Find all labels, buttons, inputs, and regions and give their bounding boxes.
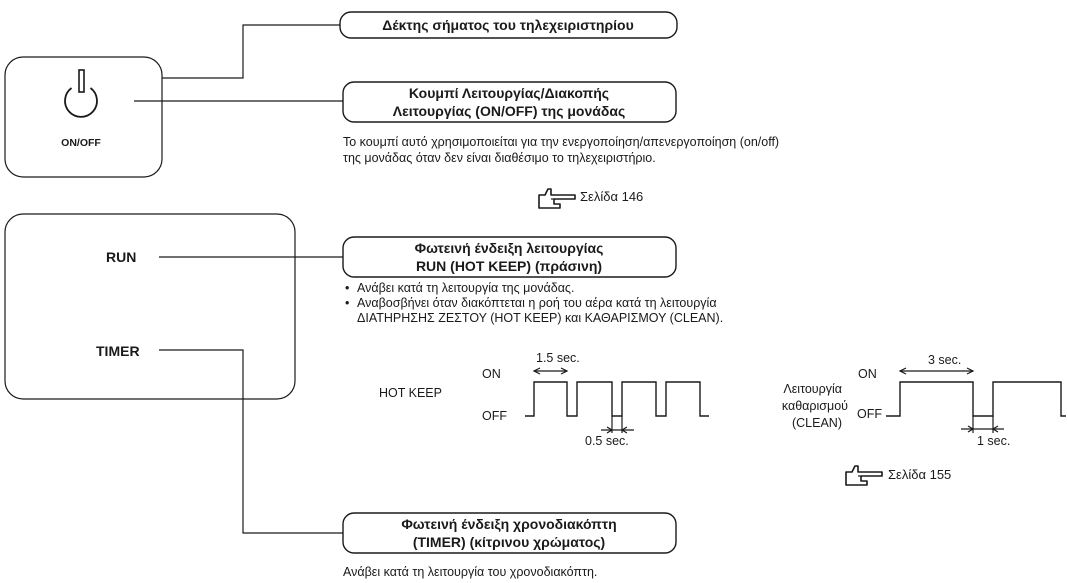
run-indicator-title-line1: Φωτεινή ένδειξη λειτουργίας [415,240,604,256]
hot-keep-off-duration: 0.5 sec. [585,434,629,448]
run-bullet2-marker: • [345,296,349,310]
onoff-button-title-line1: Κουμπί Λειτουργίας/Διακοπής [409,85,609,101]
clean-mode-label-line3: (CLEAN) [792,416,842,430]
run-indicator-callout [342,236,677,278]
remote-receiver-leader [162,24,340,79]
hot-keep-on-duration: 1.5 sec. [536,351,580,365]
timer-indicator-callout [342,512,677,554]
remote-receiver-callout [339,11,678,39]
onoff-page-ref[interactable]: Σελίδα 146 [580,189,643,204]
clean-page-ref[interactable]: Σελίδα 155 [888,467,951,482]
onoff-button-label[interactable]: ON/OFF [61,137,101,149]
timer-indicator-leader [159,349,343,534]
onoff-button-callout [342,81,677,123]
clean-off-label: OFF [857,407,882,421]
run-bullet1-marker: • [345,281,349,295]
clean-off-duration: 1 sec. [977,434,1010,448]
clean-pulse-waveform [886,381,1066,417]
hot-keep-on-label: ON [482,367,501,381]
clean-on-label: ON [858,367,877,381]
run-bullet2-line1: Αναβοσβήνει όταν διακόπτεται η ροή του α… [357,296,717,310]
hot-keep-timing-diagram: HOT KEEP ON OFF 1.5 sec. 0.5 sec. [379,351,709,448]
power-icon [64,69,98,118]
hot-keep-pulse-waveform [525,381,709,417]
remote-receiver-title: Δέκτης σήματος του τηλεχειριστηρίου [382,17,634,33]
pointing-hand-icon [845,465,883,486]
clean-mode-label-line2: καθαρισμού [782,399,848,413]
run-bullet2-line2: ΔΙΑΤΗΡΗΣΗΣ ΖΕΣΤΟΥ (HOT KEEP) και ΚΑΘΑΡΙΣ… [357,311,723,325]
clean-timing-diagram: Λειτουργία καθαρισμού (CLEAN) ON OFF 3 s… [782,353,1066,448]
hot-keep-off-label: OFF [482,409,507,423]
run-panel-label: RUN [106,249,136,265]
clean-on-duration: 3 sec. [928,353,961,367]
timer-desc: Ανάβει κατά τη λειτουργία του χρονοδιακό… [343,565,597,579]
run-indicator-title-line2: RUN (HOT KEEP) (πράσινη) [416,258,602,274]
timer-indicator-title-line1: Φωτεινή ένδειξη χρονοδιακόπτη [401,516,616,532]
onoff-unit-panel [4,56,163,178]
onoff-desc-line2: της μονάδας όταν δεν είναι διαθέσιμο το … [343,151,656,165]
indicator-unit-panel [4,213,296,400]
timer-panel-label: TIMER [96,343,140,359]
onoff-desc-line1: Το κουμπί αυτό χρησιμοποιείται για την ε… [343,135,779,149]
clean-mode-label-line1: Λειτουργία [783,382,842,396]
timer-indicator-title-line2: (TIMER) (κίτρινου χρώματος) [413,534,605,550]
onoff-button-title-line2: Λειτουργίας (ON/OFF) της μονάδας [393,103,626,119]
hot-keep-mode-label: HOT KEEP [379,386,442,400]
pointing-hand-icon [538,188,576,209]
run-bullet1: Ανάβει κατά τη λειτουργία της μονάδας. [357,281,574,295]
